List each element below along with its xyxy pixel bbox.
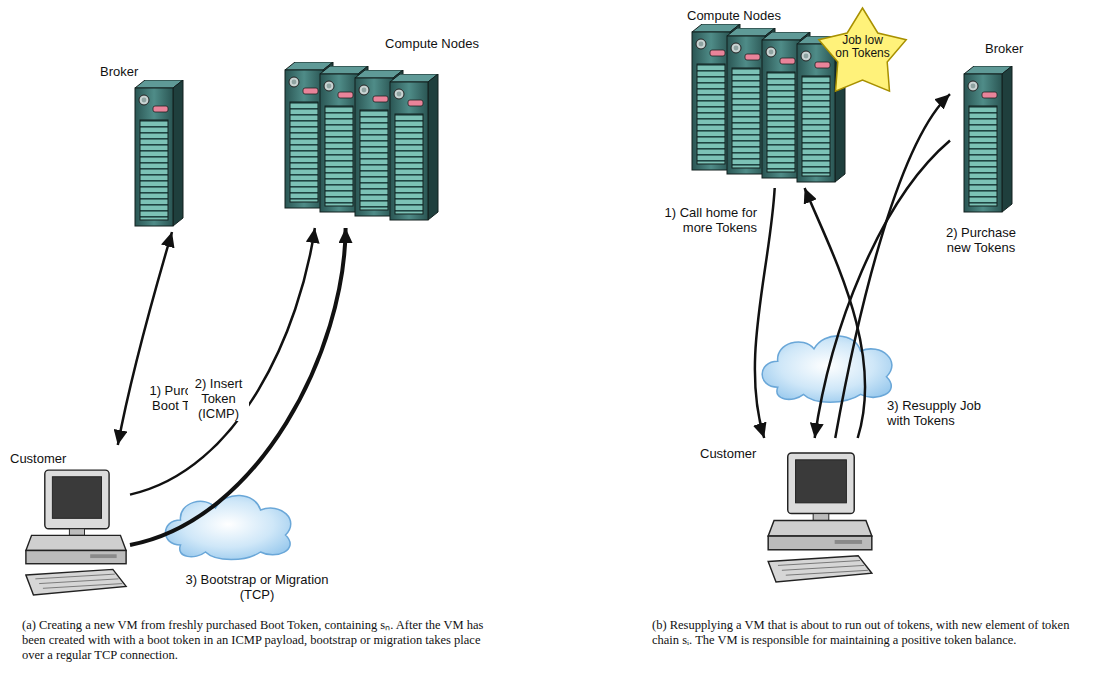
customer-node: Customer — [8, 445, 130, 605]
broker-node: Broker — [950, 35, 1040, 220]
flow-arrow — [835, 94, 950, 438]
alert-text: Job low on Tokens — [834, 34, 891, 60]
flow-arrow — [130, 228, 346, 545]
step-label: 2) Insert Token (ICMP) — [188, 376, 249, 421]
computer-icon — [768, 453, 872, 582]
alert-star: Job low on Tokens — [815, 4, 910, 96]
flow-arrow — [815, 140, 950, 438]
customer-node: Customer — [695, 438, 882, 588]
node-heading: Customer — [700, 446, 756, 461]
step-label: 3) Bootstrap or Migration (TCP) — [170, 572, 344, 602]
node-heading: Compute Nodes — [687, 8, 781, 23]
compute-nodes-group: Compute NodesJob low on Tokens — [685, 4, 915, 188]
flow-arrow — [130, 228, 315, 495]
computer-icon — [26, 470, 126, 595]
compute-nodes-group: Compute Nodes — [280, 32, 485, 228]
step-label: 1) Call home for more Tokens — [638, 205, 759, 235]
subfigure-caption: (a) Creating a new VM from freshly purch… — [22, 618, 492, 663]
node-heading: Compute Nodes — [385, 36, 479, 51]
broker-node: Broker — [100, 60, 190, 232]
flow-arrow — [805, 188, 866, 438]
subfigure-caption: (b) Resupplying a VM that is about to ru… — [652, 618, 1092, 648]
server-icon — [964, 66, 1012, 212]
star-outline — [819, 8, 906, 91]
node-heading: Customer — [10, 451, 66, 466]
step-label: 2) Purchase new Tokens — [935, 225, 1027, 255]
server-icon — [135, 80, 183, 226]
node-heading: Broker — [100, 64, 138, 79]
step-label: 3) Resupply Job with Tokens — [885, 398, 991, 428]
flow-arrow — [118, 232, 172, 445]
server-icon — [390, 74, 438, 220]
node-heading: Broker — [985, 41, 1023, 56]
